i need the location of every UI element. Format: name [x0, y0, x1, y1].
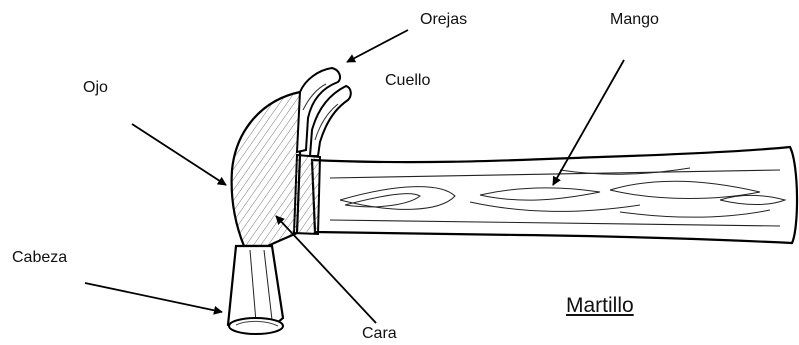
cabeza-arrow [85, 283, 222, 312]
handle-shape [312, 147, 797, 243]
label-ojo: Ojo [83, 80, 108, 96]
ojo-arrow [132, 124, 226, 185]
label-cabeza: Cabeza [12, 250, 67, 266]
orejas-arrow [347, 30, 408, 62]
label-mango: Mango [610, 12, 659, 28]
claw-shape [297, 68, 351, 156]
face-shape [228, 246, 283, 334]
label-cara: Cara [362, 326, 397, 342]
label-orejas: Orejas [420, 12, 467, 28]
diagram-title: Martillo [566, 295, 634, 316]
label-cuello: Cuello [385, 73, 430, 89]
head-shape [232, 92, 300, 246]
